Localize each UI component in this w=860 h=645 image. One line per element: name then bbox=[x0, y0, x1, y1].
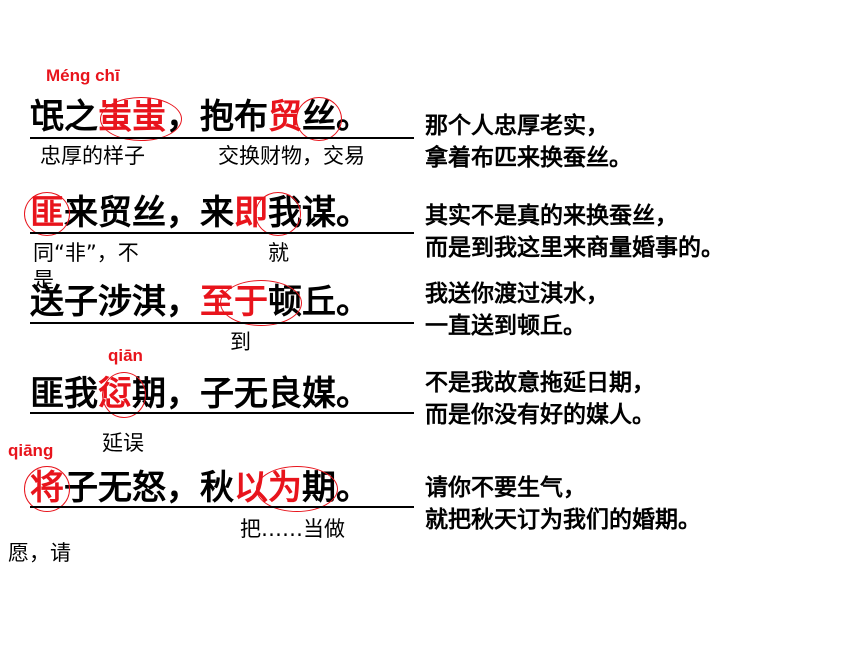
highlight-circle bbox=[256, 466, 338, 512]
translation-line: 而是到我这里来商量婚事的。 bbox=[425, 235, 724, 261]
gloss-chichi: 忠厚的样子 bbox=[40, 144, 145, 168]
gloss-qian: 延误 bbox=[102, 431, 144, 455]
translation-4: 不是我故意拖延日期， 而是你没有好的媒人。 bbox=[425, 367, 655, 431]
translation-line: 就把秋天订为我们的婚期。 bbox=[425, 507, 701, 533]
verse-line-3: 送子涉淇，至于顿丘。 bbox=[30, 285, 370, 319]
verse-underline bbox=[30, 232, 414, 234]
gloss-ji: 就 bbox=[268, 241, 289, 265]
verse-text: 子无怒，秋 bbox=[64, 468, 234, 508]
translation-2: 其实不是真的来换蚕丝， 而是到我这里来商量婚事的。 bbox=[425, 200, 724, 264]
pinyin-qiang: qiāng bbox=[8, 441, 54, 460]
translation-line: 我送你渡过淇水， bbox=[425, 281, 609, 307]
translation-line: 不是我故意拖延日期， bbox=[425, 370, 655, 396]
verse-underline bbox=[30, 137, 414, 139]
verse-text: 匪我 bbox=[30, 374, 98, 414]
gloss-mao: 交换财物，交易 bbox=[218, 144, 365, 168]
translation-line: 一直送到顿丘。 bbox=[425, 313, 586, 339]
translation-line: 其实不是真的来换蚕丝， bbox=[425, 203, 678, 229]
pinyin-meng-chi: Méng chī bbox=[46, 66, 120, 85]
highlight-circle bbox=[255, 192, 301, 236]
translation-1: 那个人忠厚老实， 拿着布匹来换蚕丝。 bbox=[425, 110, 632, 174]
highlight-circle bbox=[102, 372, 146, 418]
gloss-fei-cont: 是 bbox=[33, 268, 54, 292]
verse-underline bbox=[30, 412, 414, 414]
highlight-circle bbox=[220, 280, 302, 326]
gloss-zhiyu: 到 bbox=[230, 330, 251, 354]
verse-line-2: 匪来贸丝，来即我谋。 bbox=[30, 196, 370, 230]
verse-text: 送子涉淇， bbox=[30, 282, 200, 322]
gloss-qiang: 愿，请 bbox=[8, 541, 71, 565]
gloss-fei: 同“非”，不 bbox=[33, 241, 139, 265]
highlight-circle bbox=[24, 192, 70, 236]
highlight-circle bbox=[296, 97, 342, 141]
translation-line: 而是你没有好的媒人。 bbox=[425, 402, 655, 428]
verse-text: 期，子无良媒。 bbox=[132, 374, 370, 414]
translation-5: 请你不要生气， 就把秋天订为我们的婚期。 bbox=[425, 472, 701, 536]
pinyin-qian: qiān bbox=[108, 346, 143, 365]
translation-3: 我送你渡过淇水， 一直送到顿丘。 bbox=[425, 278, 609, 342]
highlight-circle bbox=[24, 466, 70, 512]
translation-line: 那个人忠厚老实， bbox=[425, 113, 609, 139]
translation-line: 请你不要生气， bbox=[425, 475, 586, 501]
translation-line: 拿着布匹来换蚕丝。 bbox=[425, 145, 632, 171]
verse-underline bbox=[30, 506, 414, 508]
verse-text: 氓之 bbox=[30, 97, 98, 137]
verse-text: ，抱布 bbox=[166, 97, 268, 137]
verse-underline bbox=[30, 322, 414, 324]
verse-line-4: 匪我愆期，子无良媒。 bbox=[30, 377, 370, 411]
highlight-circle bbox=[100, 97, 182, 141]
gloss-yiwei: 把……当做 bbox=[240, 517, 345, 541]
verse-text: 来贸丝，来 bbox=[64, 193, 234, 233]
